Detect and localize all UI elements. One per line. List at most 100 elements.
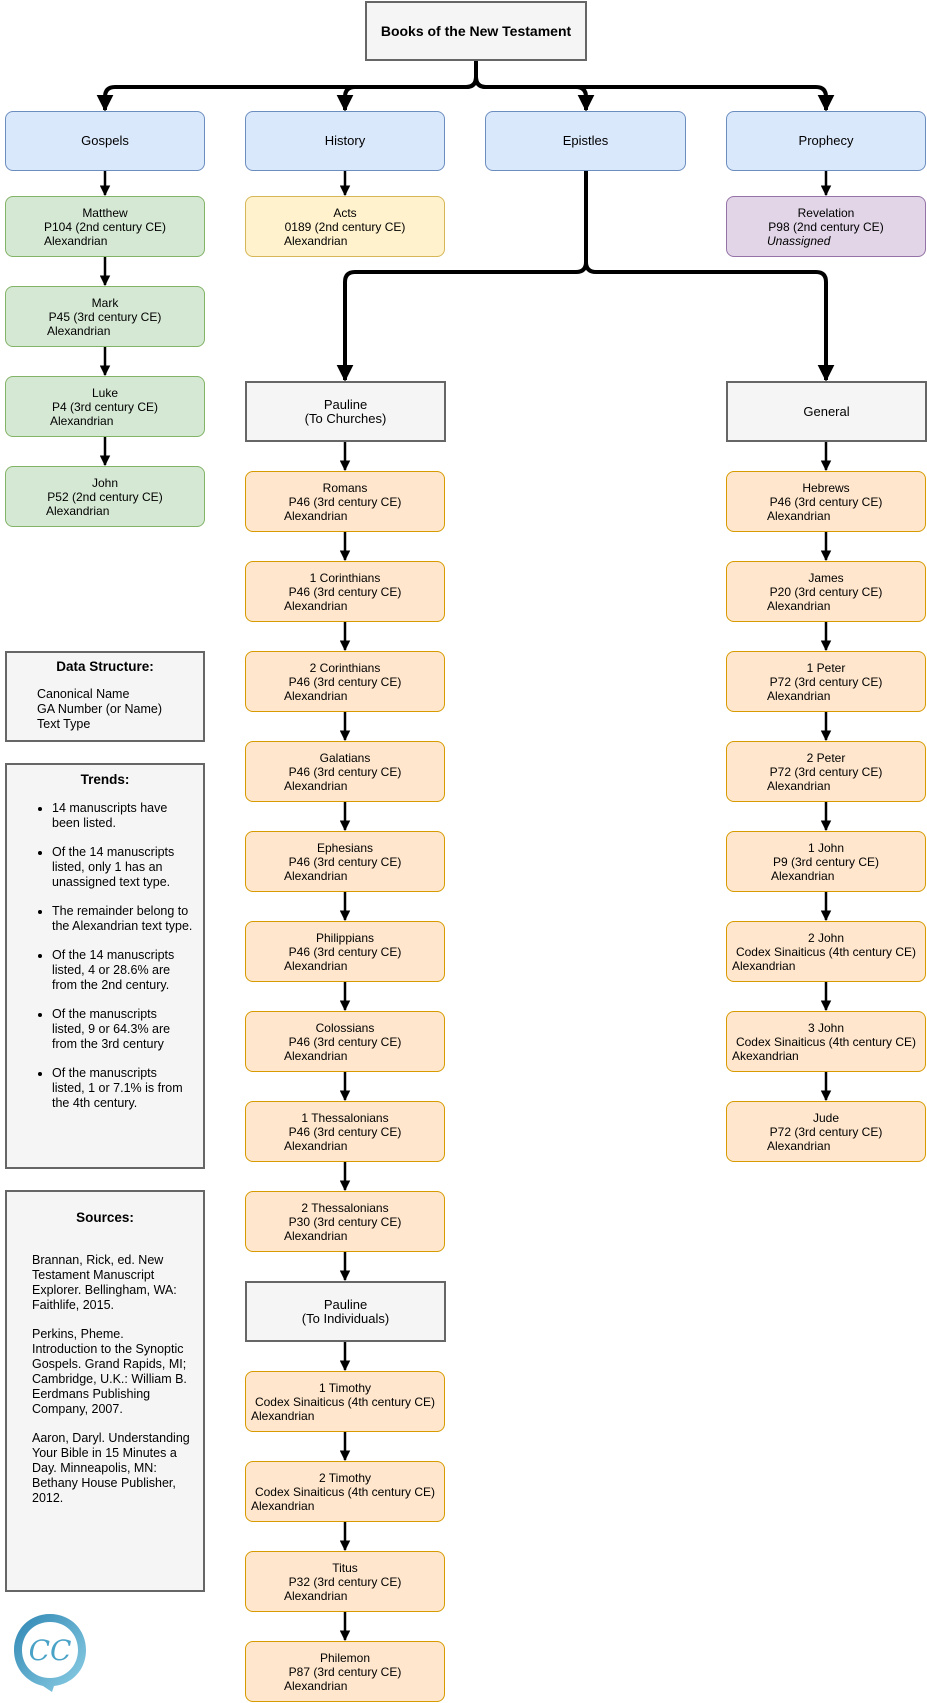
book-text-type: Alexandrian <box>767 1138 831 1153</box>
book-text-type: Alexandrian <box>767 598 831 613</box>
data-structure-line: Canonical Name <box>37 687 130 701</box>
book-card: 1 Thessalonians P46 (3rd century CE) Ale… <box>245 1101 445 1162</box>
data-structure-line: GA Number (or Name) <box>37 702 163 716</box>
book-card: 2 Thessalonians P30 (3rd century CE) Ale… <box>245 1191 445 1252</box>
book-name: Mark <box>91 295 119 310</box>
book-name: Acts <box>333 205 357 220</box>
book-card: 2 Timothy Codex Sinaiticus (4th century … <box>245 1461 445 1522</box>
book-manuscript: P72 (3rd century CE) <box>769 674 883 689</box>
edge-root-gospels <box>96 61 478 112</box>
group-pauline-individuals: Pauline (To Individuals) <box>245 1281 446 1342</box>
book-name: Romans <box>322 480 368 495</box>
trends-item: Of the manuscripts listed, 1 or 7.1% is … <box>52 1066 193 1111</box>
book-text-type: Akexandrian <box>732 1048 799 1063</box>
book-card: John P52 (2nd century CE) Alexandrian <box>5 466 205 527</box>
book-text-type: Alexandrian <box>732 958 796 973</box>
book-name: 1 Peter <box>806 660 846 675</box>
edge-root-history <box>336 61 478 112</box>
source-citation: Brannan, Rick, ed. New Testament Manuscr… <box>32 1253 177 1312</box>
trends-title: Trends: <box>80 772 130 787</box>
book-name: 2 Timothy <box>318 1470 372 1485</box>
book-name: 2 Peter <box>806 750 846 765</box>
data-structure-panel: Data Structure: Canonical Name GA Number… <box>5 651 205 742</box>
book-manuscript: P46 (3rd century CE) <box>288 584 402 599</box>
book-card: Colossians P46 (3rd century CE) Alexandr… <box>245 1011 445 1072</box>
book-text-type: Alexandrian <box>284 1228 348 1243</box>
book-card: Philemon P87 (3rd century CE) Alexandria… <box>245 1641 445 1702</box>
book-manuscript: P46 (3rd century CE) <box>288 764 402 779</box>
group-pauline-churches-line2: (To Churches) <box>304 410 387 426</box>
book-manuscript: Codex Sinaiticus (4th century CE) <box>254 1394 436 1409</box>
book-name: Colossians <box>315 1020 375 1035</box>
book-name: Galatians <box>319 750 371 765</box>
logo-letters: CC <box>29 1634 72 1667</box>
book-text-type: Alexandrian <box>284 233 348 248</box>
book-manuscript: P72 (3rd century CE) <box>769 1124 883 1139</box>
book-card: Titus P32 (3rd century CE) Alexandrian <box>245 1551 445 1612</box>
book-text-type: Alexandrian <box>284 1048 348 1063</box>
book-name: Philippians <box>315 930 375 945</box>
root-node: Books of the New Testament <box>365 1 587 61</box>
category-prophecy-label: Prophecy <box>798 133 854 148</box>
book-card: Mark P45 (3rd century CE) Alexandrian <box>5 286 205 347</box>
category-epistles: Epistles <box>485 111 686 171</box>
book-name: 2 Thessalonians <box>301 1200 389 1215</box>
trends-item: Of the 14 manuscripts listed, only 1 has… <box>52 845 193 890</box>
trends-item: 14 manuscripts have been listed. <box>52 801 193 831</box>
book-manuscript: P30 (3rd century CE) <box>288 1214 402 1229</box>
book-card: Luke P4 (3rd century CE) Alexandrian <box>5 376 205 437</box>
book-manuscript: 0189 (2nd century CE) <box>284 219 406 234</box>
book-card: 3 John Codex Sinaiticus (4th century CE)… <box>726 1011 926 1072</box>
book-name: 1 Corinthians <box>309 570 381 585</box>
book-name: Philemon <box>319 1650 371 1665</box>
book-manuscript: P87 (3rd century CE) <box>288 1664 402 1679</box>
book-name: John <box>91 475 119 490</box>
book-manuscript: P46 (3rd century CE) <box>288 854 402 869</box>
trends-item: The remainder belong to the Alexandrian … <box>52 904 193 934</box>
book-name: Matthew <box>82 205 128 220</box>
book-text-type: Alexandrian <box>771 868 835 883</box>
book-name: Jude <box>812 1110 840 1125</box>
book-manuscript: P72 (3rd century CE) <box>769 764 883 779</box>
edge-root-prophecy <box>474 61 835 112</box>
book-card: 1 Peter P72 (3rd century CE) Alexandrian <box>726 651 926 712</box>
book-manuscript: P46 (3rd century CE) <box>288 1034 402 1049</box>
data-structure-title: Data Structure: <box>56 659 154 674</box>
book-card: 1 John P9 (3rd century CE) Alexandrian <box>726 831 926 892</box>
book-text-type: Alexandrian <box>284 688 348 703</box>
data-structure-line: Text Type <box>37 717 91 731</box>
root-title: Books of the New Testament <box>380 23 572 39</box>
book-manuscript: Codex Sinaiticus (4th century CE) <box>254 1484 436 1499</box>
book-text-type: Alexandrian <box>767 688 831 703</box>
group-general-label: General <box>803 403 850 419</box>
sources-panel: Sources: Brannan, Rick, ed. New Testamen… <box>5 1190 205 1592</box>
book-card: 2 John Codex Sinaiticus (4th century CE)… <box>726 921 926 982</box>
book-card: Romans P46 (3rd century CE) Alexandrian <box>245 471 445 532</box>
category-history: History <box>245 111 445 171</box>
book-manuscript: P98 (2nd century CE) <box>768 219 884 234</box>
group-pauline-churches: Pauline (To Churches) <box>245 381 446 442</box>
book-manuscript: P104 (2nd century CE) <box>43 219 167 234</box>
book-card: 2 Peter P72 (3rd century CE) Alexandrian <box>726 741 926 802</box>
book-text-type: Alexandrian <box>284 868 348 883</box>
book-manuscript: P46 (3rd century CE) <box>288 944 402 959</box>
source-citation: Perkins, Pheme. Introduction to the Syno… <box>32 1327 187 1416</box>
book-text-type: Alexandrian <box>284 1678 348 1693</box>
book-manuscript: P46 (3rd century CE) <box>288 674 402 689</box>
book-text-type: Alexandrian <box>50 413 114 428</box>
book-text-type: Alexandrian <box>251 1408 315 1423</box>
source-citation: Aaron, Daryl. Understanding Your Bible i… <box>32 1431 190 1505</box>
cc-logo: CC <box>14 1614 86 1692</box>
book-manuscript: P52 (2nd century CE) <box>47 489 163 504</box>
book-text-type: Alexandrian <box>284 958 348 973</box>
edge-root-epistles <box>474 61 595 112</box>
book-name: Hebrews <box>802 480 850 495</box>
book-name: Ephesians <box>316 840 374 855</box>
book-card: Revelation P98 (2nd century CE) Unassign… <box>726 196 926 257</box>
book-name: Revelation <box>797 205 855 220</box>
book-card: James P20 (3rd century CE) Alexandrian <box>726 561 926 622</box>
book-text-type: Alexandrian <box>251 1498 315 1513</box>
group-pauline-individuals-line1: Pauline <box>323 1296 368 1312</box>
book-text-type: Alexandrian <box>284 598 348 613</box>
